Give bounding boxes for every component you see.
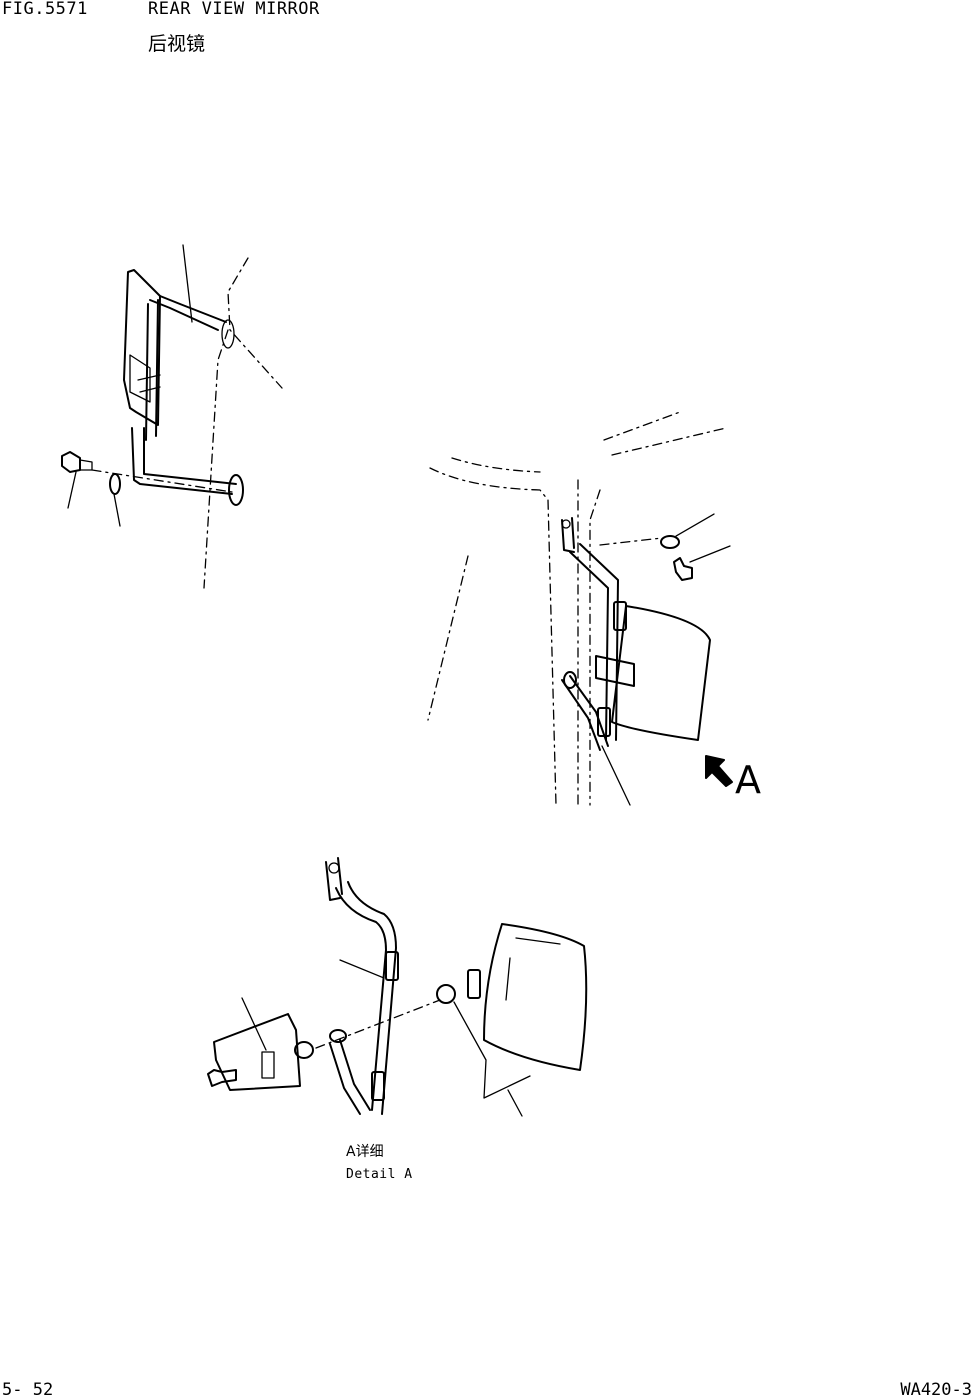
cab-roof-dash — [451, 457, 541, 473]
clamp-upper — [613, 601, 627, 631]
leader-line-bracket — [241, 997, 267, 1051]
leader-line-bolt-right — [689, 545, 731, 563]
leader-line-bolt — [67, 471, 77, 509]
bracket-plate — [123, 269, 161, 426]
detail-mirror-ball — [436, 984, 456, 1004]
stay-tube-lower — [131, 427, 237, 495]
figure-title-english: REAR VIEW MIRROR — [148, 0, 320, 19]
mirror-bracket — [595, 655, 635, 687]
detail-clamp-upper — [385, 951, 399, 981]
roof-line-dash — [603, 411, 727, 456]
detail-ball-joint — [294, 1041, 314, 1059]
view-label-a: A — [735, 758, 761, 802]
stay-lower-joint — [563, 671, 577, 689]
detail-centerline — [315, 999, 441, 1049]
leader-line-detail-stay — [339, 959, 385, 979]
pillar-dash — [589, 489, 601, 806]
leader-line-stay — [182, 244, 193, 323]
leader-line-washer-right — [675, 513, 715, 537]
detail-mirror-arm — [453, 1001, 531, 1099]
detail-stay-hole — [328, 862, 340, 874]
washer-right — [660, 535, 680, 549]
detail-mirror-highlight — [515, 937, 561, 945]
detail-bracket-nut — [261, 1051, 275, 1079]
leader-line-stay-right — [601, 745, 631, 806]
stay-top-hole — [561, 519, 571, 529]
cab-edge-dash — [429, 467, 557, 806]
clamp-lower — [597, 707, 611, 737]
page-number: 5- 52 — [2, 1380, 54, 1400]
stay-mount-top — [561, 517, 575, 553]
door-edge-dash — [427, 555, 469, 721]
stay-upper-mount — [221, 319, 235, 349]
detail-a-view — [207, 857, 588, 1117]
view-arrow-icon — [705, 755, 733, 787]
detail-stay-tube — [335, 881, 397, 1115]
mirror-body — [611, 605, 711, 741]
mount-centerline — [599, 537, 663, 546]
detail-mirror-body — [483, 923, 588, 1071]
detail-label-chinese: A详细 — [346, 1144, 384, 1160]
stay-lower-arm — [561, 675, 609, 751]
bracket-clamp — [129, 354, 151, 403]
cab-outline-dash — [227, 257, 283, 389]
washer — [109, 473, 121, 495]
left-stay-assembly — [61, 244, 283, 589]
detail-stay-lower-joint — [329, 1029, 347, 1043]
bolt-shank — [79, 459, 93, 471]
stay-end-cap — [228, 474, 244, 506]
leader-line-washer — [113, 493, 121, 527]
detail-bolt — [207, 1069, 237, 1087]
detail-stay-top — [325, 857, 343, 901]
detail-mirror-highlight-2 — [505, 957, 511, 1001]
model-code: WA420-3 — [900, 1380, 972, 1400]
detail-clamp-lower — [371, 1071, 385, 1101]
detail-mirror-mount — [467, 969, 481, 999]
bolt-head — [61, 451, 81, 473]
figure-number: FIG.5571 — [2, 0, 88, 19]
detail-stay-lower-arm — [329, 1039, 371, 1115]
detail-label-english: Detail A — [346, 1167, 413, 1182]
stay-tube-arm-upper — [149, 295, 227, 331]
stay-tube-vertical-upper — [145, 299, 159, 441]
figure-title-chinese: 后视镜 — [148, 33, 206, 55]
leader-line-mirror — [507, 1089, 523, 1117]
right-installed-view — [427, 411, 733, 806]
bolt-right — [673, 557, 693, 581]
cab-pillar-dash — [203, 329, 229, 589]
detail-bracket-plate — [213, 1013, 301, 1091]
